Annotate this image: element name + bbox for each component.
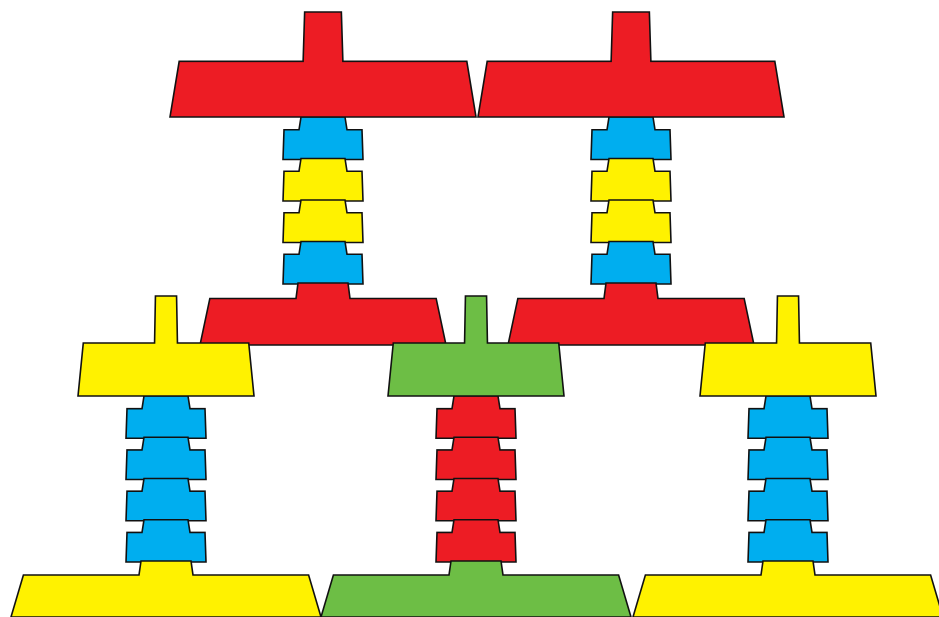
top-right-tower-block-2	[591, 159, 671, 202]
bottom-right-tower-block-2	[748, 437, 828, 479]
bottom-middle-tower-block-2	[436, 437, 516, 479]
bottom-middle-tower-block-3	[436, 479, 516, 521]
top-left-tower-block-3	[283, 200, 363, 243]
bottom-left-tower-block-3	[126, 479, 206, 521]
top-left-tower-top-block	[170, 12, 476, 117]
bottom-left-tower-base	[11, 561, 321, 617]
bottom-right-tower-block-1	[748, 396, 828, 438]
top-right-tower-base	[508, 283, 754, 345]
top-left-tower	[170, 12, 476, 345]
bottom-left-tower-block-2	[126, 437, 206, 479]
top-left-tower-block-4	[283, 242, 363, 285]
bottom-middle-tower-block-1	[436, 396, 516, 438]
bottom-left-tower-block-4	[126, 520, 206, 562]
top-right-tower-top-block	[478, 12, 784, 117]
bottom-right-tower-block-4	[748, 520, 828, 562]
top-right-tower-block-4	[591, 242, 671, 285]
top-left-tower-block-1	[283, 117, 363, 160]
top-right-tower	[478, 12, 784, 345]
bottom-middle-tower-base	[321, 561, 631, 617]
top-right-tower-block-1	[591, 117, 671, 160]
top-left-tower-block-2	[283, 159, 363, 202]
top-right-tower-block-3	[591, 200, 671, 243]
bottom-left-tower-block-1	[126, 396, 206, 438]
bottom-middle-tower-block-4	[436, 520, 516, 562]
top-left-tower-base	[200, 283, 446, 345]
bottom-right-tower-block-3	[748, 479, 828, 521]
bottom-right-tower-base	[633, 561, 939, 617]
